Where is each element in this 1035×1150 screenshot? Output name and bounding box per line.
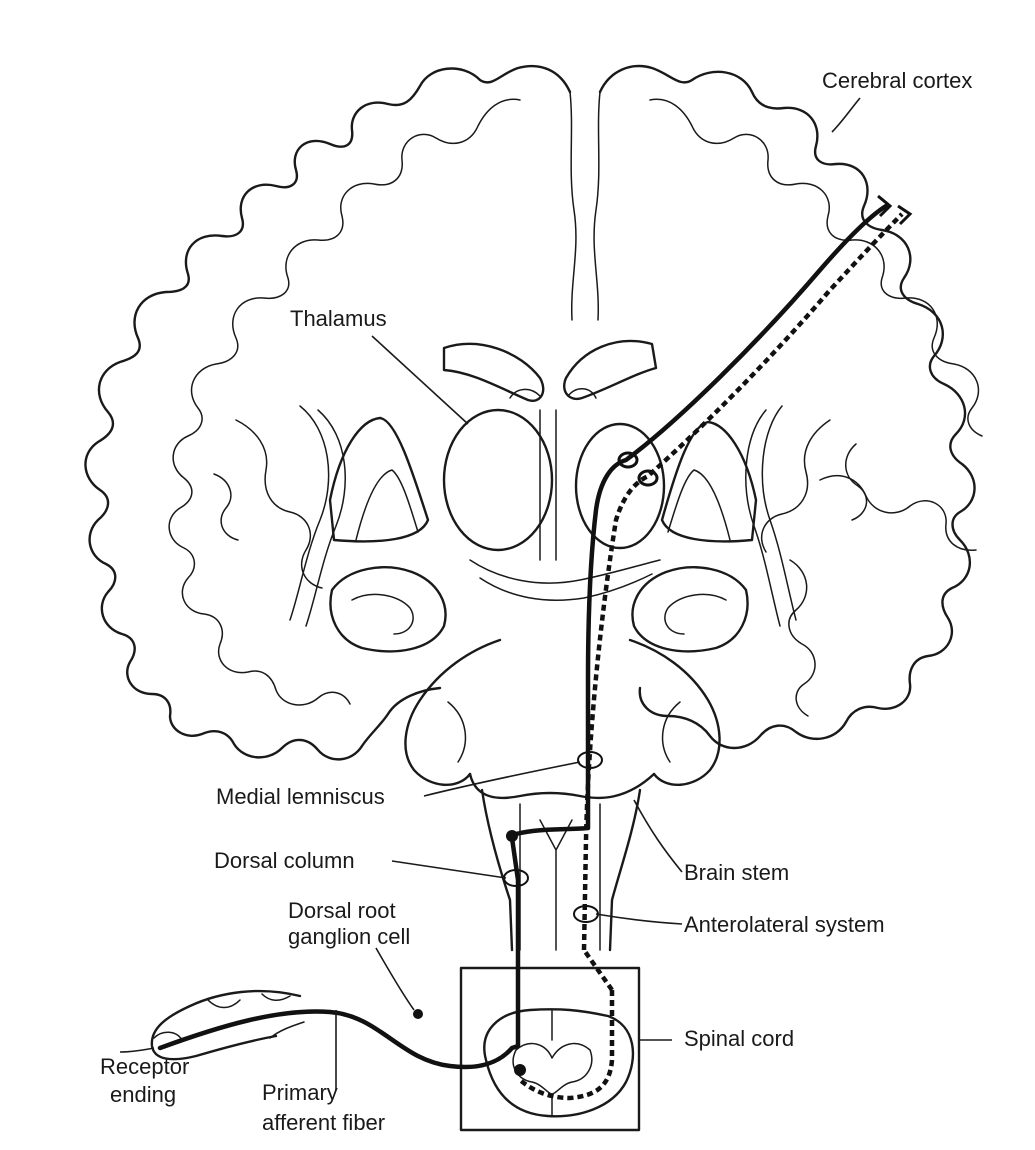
cortex-folds [169, 99, 982, 716]
label-medial-lemniscus: Medial lemniscus [216, 784, 385, 809]
label-thalamus: Thalamus [290, 306, 387, 331]
label-primary-afferent-line1: Primary [262, 1080, 338, 1105]
dorsal-column-pathway [160, 206, 886, 1067]
labels: Cerebral cortex Thalamus Medial lemniscu… [100, 68, 972, 1135]
label-brain-stem: Brain stem [684, 860, 789, 885]
dorsal-horn-cell [514, 1064, 526, 1076]
pathways [160, 196, 910, 1098]
label-anterolateral-system: Anterolateral system [684, 912, 885, 937]
label-dorsal-column: Dorsal column [214, 848, 355, 873]
label-receptor-line2: ending [110, 1082, 176, 1107]
leader-lines [120, 98, 860, 1090]
anterolateral-pathway [520, 214, 902, 1098]
nucleus-cell [506, 830, 518, 842]
brain-stem [405, 640, 719, 950]
label-receptor-line1: Receptor [100, 1054, 189, 1079]
label-spinal-cord: Spinal cord [684, 1026, 794, 1051]
dorsal-root-ganglion-cell [413, 1009, 423, 1019]
label-cerebral-cortex: Cerebral cortex [822, 68, 972, 93]
label-dorsal-root-line2: ganglion cell [288, 924, 410, 949]
deep-structures [330, 341, 756, 651]
label-dorsal-root-line1: Dorsal root [288, 898, 396, 923]
label-primary-afferent-line2: afferent fiber [262, 1110, 385, 1135]
